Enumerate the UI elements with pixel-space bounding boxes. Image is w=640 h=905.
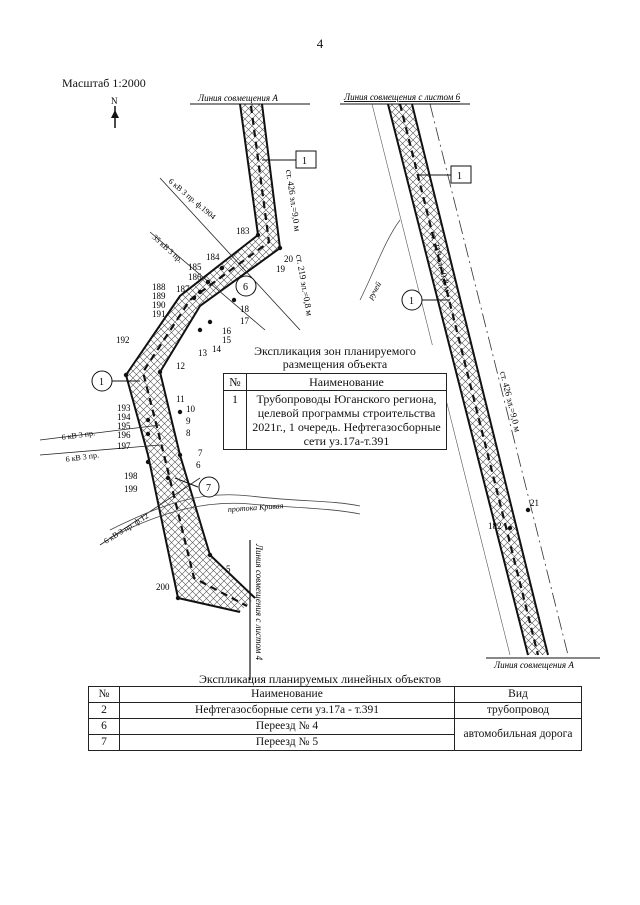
- point-192: 192: [116, 335, 130, 345]
- point-labels: 183 184 185 186 187 188 189 190 191 192 …: [116, 226, 539, 592]
- point-21: 21: [530, 498, 539, 508]
- callout-circle-6: 6: [235, 275, 257, 297]
- match-line-a-bottom: Линия совмещения А: [493, 660, 574, 670]
- north-label: N: [111, 96, 118, 106]
- point-6: 6: [196, 460, 201, 470]
- table-row: 1 Трубопроводы Юганского региона, целево…: [223, 390, 447, 450]
- match-line-a-top: Линия совмещения А: [197, 93, 278, 103]
- page-number: 4: [316, 36, 324, 51]
- point-195: 195: [117, 421, 131, 431]
- callout-box-1a: 1: [262, 150, 317, 169]
- pipe-label-left-upper: ст. 426 эл.=9,0 м: [284, 169, 303, 232]
- svg-text:6: 6: [243, 282, 248, 293]
- point-184: 184: [206, 252, 220, 262]
- point-199: 199: [124, 484, 138, 494]
- linear-explication-table: № Наименование Вид 2 Нефтегазосборные се…: [88, 686, 582, 751]
- match-lines: Линия совмещения А Линия совмещения с ли…: [190, 92, 600, 680]
- callout-box-1b: 1: [418, 165, 472, 184]
- pipe-label-right-lower: ст. 426 эл.=9,0 м: [498, 370, 523, 433]
- linear-row-type: трубопровод: [454, 702, 582, 719]
- callout-circle-1d: 1: [91, 370, 140, 392]
- point-187: 187: [176, 284, 190, 294]
- zone-explication-table: № Наименование 1 Трубопроводы Юганского …: [223, 373, 447, 450]
- point-7: 7: [198, 448, 203, 458]
- north-arrow-icon: N: [111, 96, 119, 128]
- power-label-1: 6 кВ 3 пр. ф.1904: [167, 177, 218, 222]
- point-5: 5: [226, 564, 231, 574]
- linear-row-no: 2: [88, 702, 120, 719]
- point-191: 191: [152, 309, 166, 319]
- linear-row-name: Переезд № 4: [119, 718, 455, 735]
- linear-row-no: 6: [88, 718, 120, 735]
- power-label-3: 6 кВ 3 пр.: [61, 428, 95, 442]
- linear-col-no: №: [88, 686, 120, 703]
- point-20: 20: [284, 254, 294, 264]
- linear-explication-title: Экспликация планируемых линейных объекто…: [198, 672, 442, 686]
- svg-text:7: 7: [206, 483, 211, 494]
- point-14: 14: [212, 344, 222, 354]
- pipe-label-left-lower: ст. 219 эл.=0,8 м: [294, 254, 315, 317]
- point-194: 194: [117, 412, 131, 422]
- point-10: 10: [186, 404, 196, 414]
- zone-col-no: №: [223, 373, 247, 391]
- zone-row-name: Трубопроводы Юганского региона, целевой …: [246, 390, 447, 450]
- linear-row-name: Переезд № 5: [119, 734, 455, 751]
- callout-circle-7: 7: [174, 476, 220, 498]
- point-190: 190: [152, 300, 166, 310]
- match-line-sheet4: Линия совмещения с листом 4: [254, 543, 264, 661]
- table-row: 2 Нефтегазосборные сети уз.17а - т.391 т…: [88, 702, 582, 719]
- point-185: 185: [188, 262, 202, 272]
- point-18: 18: [240, 304, 250, 314]
- zone-row-no: 1: [223, 390, 247, 450]
- linear-row-no: 7: [88, 734, 120, 751]
- point-17: 17: [240, 316, 250, 326]
- point-8: 8: [186, 428, 191, 438]
- point-15: 15: [222, 335, 232, 345]
- point-197: 197: [117, 441, 131, 451]
- point-16: 16: [222, 326, 232, 336]
- point-183: 183: [236, 226, 250, 236]
- zone-explication-title: Экспликация зон планируемого размещения …: [254, 344, 416, 371]
- point-193: 193: [117, 403, 131, 413]
- zone-explication: Экспликация зон планируемого размещения …: [223, 345, 447, 450]
- power-label-2: 35 кВ 3 пр.: [151, 233, 185, 265]
- stream-label: протока Кривая: [228, 501, 285, 514]
- point-markers: [123, 232, 531, 601]
- svg-text:1: 1: [302, 156, 307, 167]
- linear-col-type: Вид: [454, 686, 582, 703]
- linear-row-type: автомобильная дорога: [454, 718, 582, 751]
- svg-text:1: 1: [457, 171, 462, 182]
- point-188: 188: [152, 282, 166, 292]
- point-182: 182: [488, 521, 502, 531]
- linear-col-name: Наименование: [119, 686, 455, 703]
- scale-label: Масштаб 1:2000: [62, 76, 146, 90]
- callout-circle-1c: 1: [401, 289, 450, 311]
- table-row: 6 Переезд № 4 автомобильная дорога: [88, 718, 582, 751]
- svg-text:1: 1: [99, 377, 104, 388]
- match-line-sheet6: Линия совмещения с листом 6: [343, 92, 461, 102]
- svg-text:1: 1: [409, 296, 414, 307]
- point-9: 9: [186, 416, 191, 426]
- point-11: 11: [176, 394, 185, 404]
- point-198: 198: [124, 471, 138, 481]
- table-row: 7 Переезд № 5: [88, 734, 582, 751]
- point-196: 196: [117, 430, 131, 440]
- zone-col-name: Наименование: [246, 373, 447, 391]
- point-13: 13: [198, 348, 208, 358]
- point-189: 189: [152, 291, 166, 301]
- point-200: 200: [156, 582, 170, 592]
- power-label-5: 6 кВ 3 пр. ф.12: [102, 511, 150, 545]
- point-186: 186: [188, 272, 202, 282]
- point-12: 12: [176, 361, 185, 371]
- linear-row-name: Нефтегазосборные сети уз.17а - т.391: [119, 702, 455, 719]
- point-19: 19: [276, 264, 286, 274]
